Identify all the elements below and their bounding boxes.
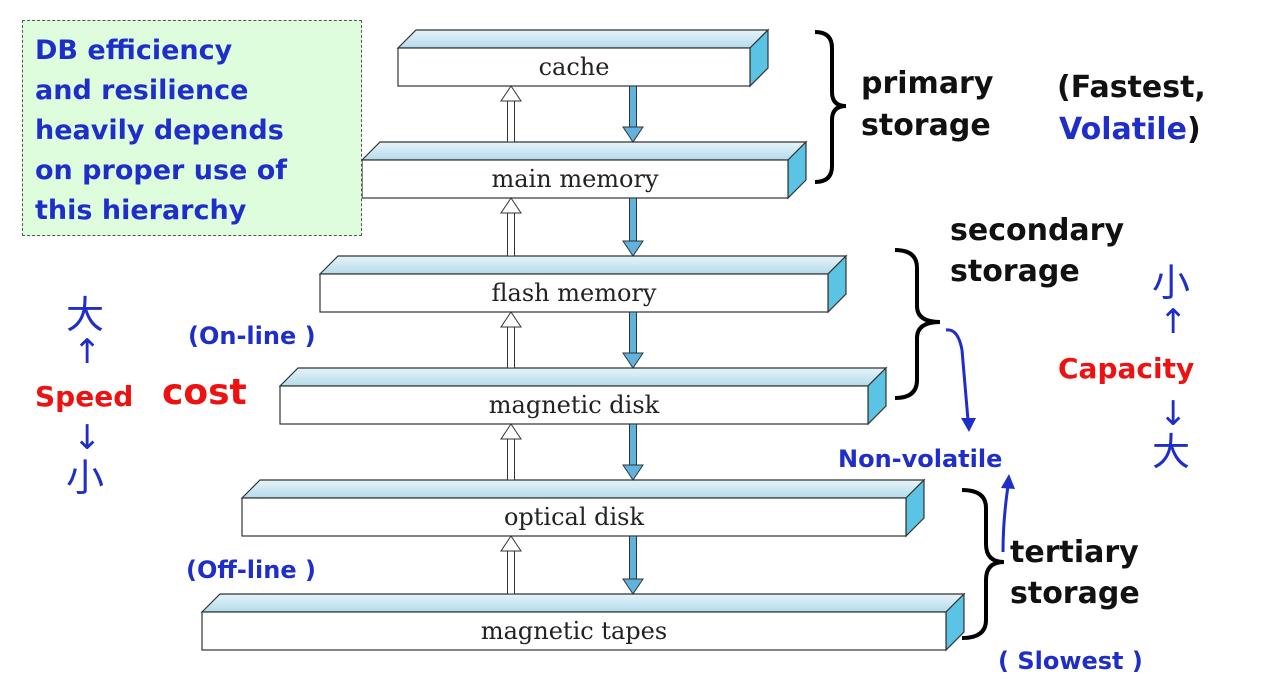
note-line: DB efficiency <box>35 35 233 66</box>
cost-label: cost <box>162 372 247 413</box>
magnetic-disk-label: magnetic disk <box>489 391 660 419</box>
tertiary-label-line1: tertiary <box>1010 535 1139 570</box>
secondary-arrow-head <box>961 418 976 432</box>
secondary-label-line2: storage <box>950 254 1080 289</box>
left-scale-top: 大 <box>66 293 105 337</box>
optical-disk-layer: optical disk <box>240 478 926 538</box>
speed-label: Speed <box>35 380 134 413</box>
right-scale-top: 小 <box>1152 261 1191 305</box>
offline-label: (Off-line ) <box>186 556 316 584</box>
volatile-close: ) <box>1186 112 1201 147</box>
right-up-arrow: ↑ <box>1159 302 1188 342</box>
magnetic-tapes-label: magnetic tapes <box>481 617 667 645</box>
down-arrow <box>622 423 644 481</box>
right-down-arrow: ↓ <box>1159 394 1188 434</box>
down-arrow <box>622 535 644 595</box>
slowest-label: ( Slowest ) <box>998 647 1143 675</box>
primary-label-line1: primary <box>861 66 994 101</box>
note-line: and resilience <box>35 75 249 106</box>
primary-brace <box>814 30 847 184</box>
magnetic-tapes-top-face <box>200 593 966 613</box>
left-scale-bottom: 小 <box>66 456 105 500</box>
secondary-to-nonvolatile-arrow <box>945 328 970 421</box>
up-arrow <box>500 85 522 143</box>
cache-top-face <box>396 29 770 49</box>
volatile-label: Volatile <box>1059 112 1187 147</box>
optical-disk-top-face <box>240 479 926 499</box>
main-memory-front-face <box>361 159 789 199</box>
flash-memory-front-face <box>319 273 829 313</box>
magnetic-disk-front-face <box>279 385 869 425</box>
main-memory-layer: main memory <box>360 140 808 200</box>
magnetic-tapes-front-face <box>201 611 947 651</box>
cache-layer: cache <box>396 28 770 88</box>
up-arrow <box>500 423 522 481</box>
secondary-brace <box>894 248 941 400</box>
note-line: on proper use of <box>35 155 288 186</box>
note-line: heavily depends <box>35 115 284 146</box>
optical-disk-front-face <box>241 497 907 537</box>
left-down-arrow: ↓ <box>73 418 102 458</box>
magnetic-disk-top-face <box>278 367 888 387</box>
fastest-label: (Fastest, <box>1057 70 1206 105</box>
flash-memory-label: flash memory <box>492 279 657 307</box>
cache-front-face <box>397 47 751 87</box>
down-arrow <box>622 197 644 257</box>
up-arrow <box>500 535 522 595</box>
tertiary-arrow-head <box>1001 474 1015 489</box>
tertiary-label-line2: storage <box>1010 576 1140 611</box>
primary-label-line2: storage <box>861 108 991 143</box>
left-up-arrow: ↑ <box>73 332 102 372</box>
flash-memory-top-face <box>318 255 848 275</box>
magnetic-disk-layer: magnetic disk <box>278 366 888 426</box>
secondary-label-line1: secondary <box>950 213 1125 248</box>
main-memory-top-face <box>360 141 808 161</box>
online-label: (On-line ) <box>188 322 316 350</box>
flash-memory-layer: flash memory <box>318 254 848 314</box>
volatile-line: Volatile) <box>1059 108 1201 152</box>
optical-disk-label: optical disk <box>504 503 645 531</box>
main-memory-label: main memory <box>491 165 658 193</box>
non-volatile-label: Non-volatile <box>838 445 1003 473</box>
note-line: this hierarchy <box>35 195 247 226</box>
down-arrow <box>622 85 644 143</box>
tertiary-to-nonvolatile-arrow <box>1001 485 1010 553</box>
cache-label: cache <box>539 53 610 81</box>
up-arrow <box>500 311 522 369</box>
hierarchy-note: DB efficiency and resilience heavily dep… <box>22 20 362 236</box>
tertiary-brace <box>961 488 1005 640</box>
capacity-label: Capacity <box>1058 352 1195 385</box>
right-scale-bottom: 大 <box>1152 430 1191 474</box>
down-arrow <box>622 311 644 369</box>
magnetic-tapes-layer: magnetic tapes <box>200 592 966 652</box>
up-arrow <box>500 197 522 257</box>
